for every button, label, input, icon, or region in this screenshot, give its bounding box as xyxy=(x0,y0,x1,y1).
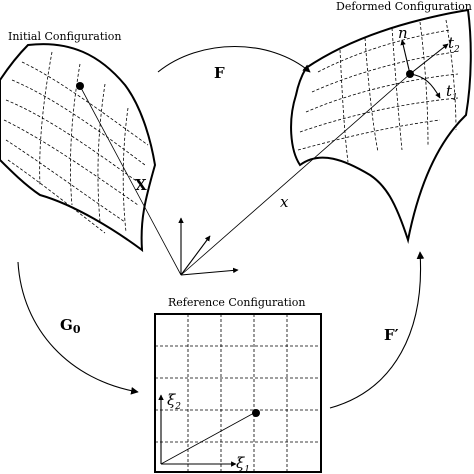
tangent-t2-label: t2 xyxy=(448,34,460,55)
reference-position-vector xyxy=(160,412,255,465)
deformed-surface-outline xyxy=(290,8,472,244)
global-axis-z xyxy=(180,235,211,276)
reference-square-grid xyxy=(155,314,321,472)
deformed-surface: n t2 t1 Deformed Configuration xyxy=(290,0,472,244)
mapping-G0-label: G0 xyxy=(60,316,81,336)
deformed-surface-grid xyxy=(297,19,459,163)
tangent-vector-t1 xyxy=(409,73,441,99)
reference-configuration-title: Reference Configuration xyxy=(168,296,305,309)
global-axis-x xyxy=(180,267,239,276)
position-vector-X-label: X xyxy=(135,176,147,194)
position-vector-X xyxy=(79,85,182,276)
reference-square: ξ1 ξ2 Reference Configuration xyxy=(154,296,322,474)
mapping-Fprime: F′ xyxy=(329,251,425,409)
position-vector-x-label: x xyxy=(280,193,289,211)
mapping-G0: G0 xyxy=(17,261,139,395)
mapping-Fprime-label: F′ xyxy=(384,326,399,344)
mapping-G0-arrow xyxy=(17,261,139,395)
initial-surface-grid xyxy=(3,51,149,234)
global-frame: X x xyxy=(79,73,411,276)
initial-surface: Initial Configuration xyxy=(0,30,157,253)
reference-square-outline xyxy=(154,313,322,473)
initial-configuration-title: Initial Configuration xyxy=(8,30,122,43)
initial-surface-outline xyxy=(0,43,157,253)
mapping-F-label: F xyxy=(214,64,225,82)
tangent-t1-label: t1 xyxy=(446,82,458,103)
normal-vector-n xyxy=(400,39,411,75)
tangent-vector-t2 xyxy=(409,43,449,75)
reference-material-point xyxy=(252,409,260,417)
xi1-label: ξ1 xyxy=(236,454,250,474)
position-vector-x xyxy=(180,73,411,276)
normal-label: n xyxy=(398,24,408,42)
xi2-label: ξ2 xyxy=(167,391,181,412)
mapping-F-arrow xyxy=(157,45,311,73)
deformed-configuration-title: Deformed Configuration xyxy=(336,0,472,13)
mapping-Fprime-arrow xyxy=(329,251,425,409)
mapping-F: F xyxy=(157,45,311,82)
